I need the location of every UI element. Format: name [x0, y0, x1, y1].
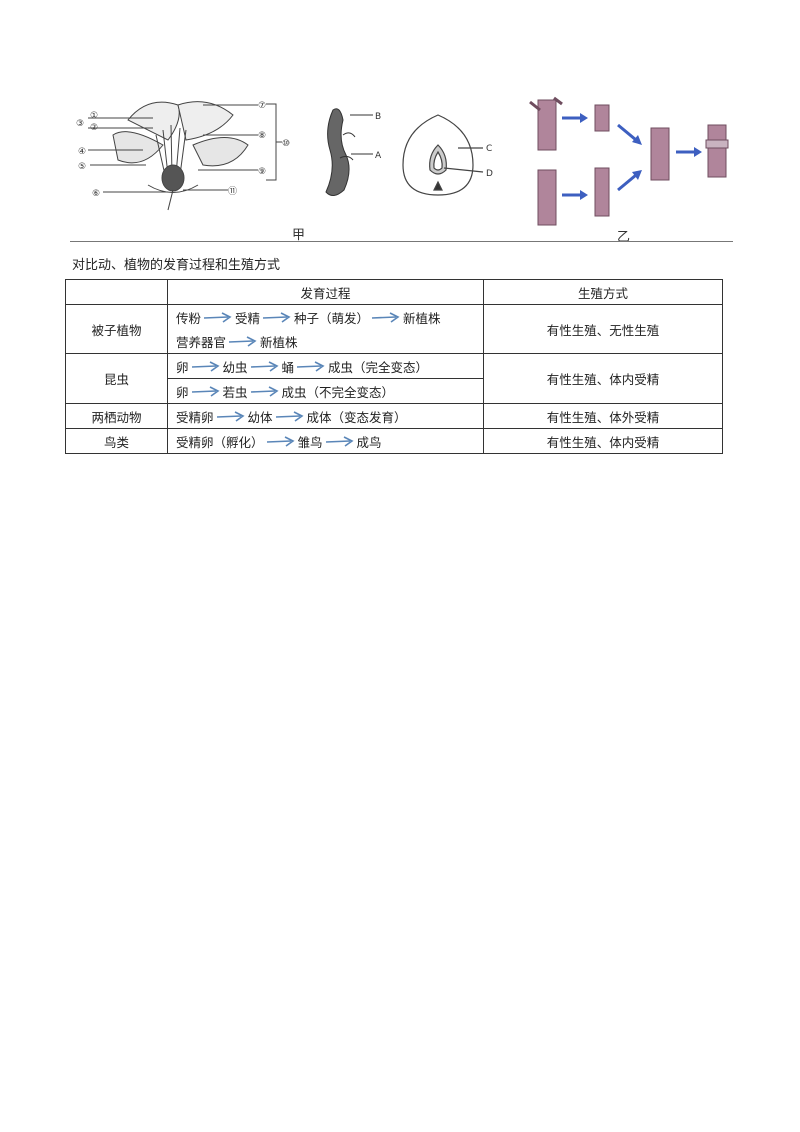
- process-step: 若虫: [222, 384, 248, 400]
- process-step: 卵: [176, 359, 189, 375]
- arrow-icon: [250, 360, 280, 372]
- arrow-icon: [325, 435, 355, 447]
- figure-strip: ③ ① ② ④ ⑤ ⑥ ⑦ ⑧ ⑨ ⑩ ⑪ B A: [68, 90, 733, 242]
- process-line: 营养器官 新植株: [176, 329, 477, 353]
- flower-label-8: ⑧: [258, 131, 266, 141]
- comparison-table: 发育过程 生殖方式 被子植物传粉受精种子（萌发）新植株营养器官新植株有性生殖、无…: [65, 279, 723, 454]
- process-step: 雏鸟: [297, 434, 323, 450]
- shoot-label-b: B: [375, 112, 381, 122]
- arrow-icon: [266, 435, 296, 447]
- process-step: 成虫（完全变态）: [328, 359, 429, 375]
- flower-label-6: ⑥: [92, 189, 100, 199]
- row-category: 两栖动物: [65, 403, 168, 429]
- arrow-icon: [371, 311, 401, 323]
- flower-label-2: ②: [90, 123, 98, 133]
- divider-rule: [70, 241, 733, 242]
- table-header-blank: [65, 279, 168, 305]
- process-step: 受精卵（孵化）: [176, 434, 264, 450]
- table-row: 被子植物传粉受精种子（萌发）新植株营养器官新植株有性生殖、无性生殖: [65, 304, 723, 354]
- process-step: 蛹: [281, 359, 295, 375]
- seed-label-c: C: [486, 144, 492, 154]
- process-step: 传粉: [176, 310, 202, 326]
- seed-diagram: [402, 114, 484, 196]
- row-reproduction-mode: 有性生殖、无性生殖: [483, 304, 723, 354]
- process-step: 成体（变态发育）: [306, 409, 407, 425]
- row-reproduction-mode: 有性生殖、体内受精: [483, 428, 723, 454]
- flower-label-4: ④: [78, 147, 86, 157]
- process-line: 受精卵（孵化） 雏鸟 成鸟: [176, 429, 477, 453]
- arrow-icon: [275, 410, 305, 422]
- process-step: 卵: [176, 384, 189, 400]
- flower-label-10: ⑩: [282, 139, 290, 149]
- arrow-icon: [191, 385, 221, 397]
- table-row: 昆虫卵 幼虫 蛹 成虫（完全变态） 有性生殖、体内受精: [65, 353, 723, 404]
- arrow-icon: [228, 335, 258, 347]
- grafting-diagram: [529, 96, 729, 226]
- shoot-diagram: [325, 108, 373, 196]
- process-line: 受精卵 幼体 成体（变态发育）: [176, 404, 477, 428]
- row-category: 鸟类: [65, 428, 168, 454]
- table-header-row: 发育过程 生殖方式: [65, 279, 723, 305]
- section-heading: 对比动、植物的发育过程和生殖方式: [72, 258, 281, 273]
- process-step: 成虫（不完全变态）: [281, 384, 395, 400]
- shoot-label-a: A: [375, 151, 382, 161]
- process-step: 受精: [235, 310, 261, 326]
- process-line: 卵 若虫 成虫（不完全变态）: [176, 379, 477, 403]
- table-row: 鸟类受精卵（孵化） 雏鸟 成鸟 有性生殖、体内受精: [65, 428, 723, 454]
- figure-illustrations: ③ ① ② ④ ⑤ ⑥ ⑦ ⑧ ⑨ ⑩ ⑪ B A: [76, 96, 729, 226]
- row-category: 昆虫: [65, 353, 168, 404]
- flower-diagram: [88, 101, 282, 211]
- arrow-icon: [191, 360, 221, 372]
- flower-label-9: ⑨: [258, 167, 266, 177]
- process-step: 受精卵: [176, 409, 214, 425]
- arrow-icon: [296, 360, 326, 372]
- table-row: 两栖动物受精卵 幼体 成体（变态发育） 有性生殖、体外受精: [65, 403, 723, 429]
- process-line: 卵 幼虫 蛹 成虫（完全变态）: [176, 354, 477, 378]
- arrow-icon: [203, 311, 233, 323]
- flower-label-11: ⑪: [228, 186, 237, 197]
- flower-label-group: ③ ① ② ④ ⑤ ⑥ ⑦ ⑧ ⑨ ⑩ ⑪: [76, 101, 290, 199]
- process-step: 幼体: [247, 409, 273, 425]
- process-step: 幼虫: [222, 359, 248, 375]
- process-step: 营养器官: [176, 334, 227, 350]
- row-reproduction-mode: 有性生殖、体外受精: [483, 403, 723, 429]
- flower-label-5: ⑤: [78, 162, 86, 172]
- figure-label-jia: 甲: [292, 228, 306, 243]
- arrow-icon: [262, 311, 292, 323]
- figure-label-yi: 乙: [617, 230, 631, 245]
- table-header-process: 发育过程: [167, 279, 484, 305]
- arrow-icon: [250, 385, 280, 397]
- process-step: 新植株: [403, 310, 441, 326]
- process-step: 种子（萌发）: [294, 310, 370, 326]
- process-step: 成鸟: [356, 434, 382, 450]
- arrow-icon: [216, 410, 246, 422]
- process-step: 新植株: [260, 334, 298, 350]
- process-line: 传粉 受精 种子（萌发） 新植株: [176, 305, 477, 329]
- seed-label-d: D: [486, 169, 493, 179]
- flower-label-3: ③: [76, 119, 84, 129]
- row-reproduction-mode: 有性生殖、体内受精: [483, 353, 723, 404]
- table-header-mode: 生殖方式: [483, 279, 723, 305]
- row-category: 被子植物: [65, 304, 168, 354]
- table-row: 卵 若虫 成虫（不完全变态）: [66, 378, 723, 404]
- flower-label-7: ⑦: [258, 101, 266, 111]
- flower-label-1: ①: [90, 111, 98, 121]
